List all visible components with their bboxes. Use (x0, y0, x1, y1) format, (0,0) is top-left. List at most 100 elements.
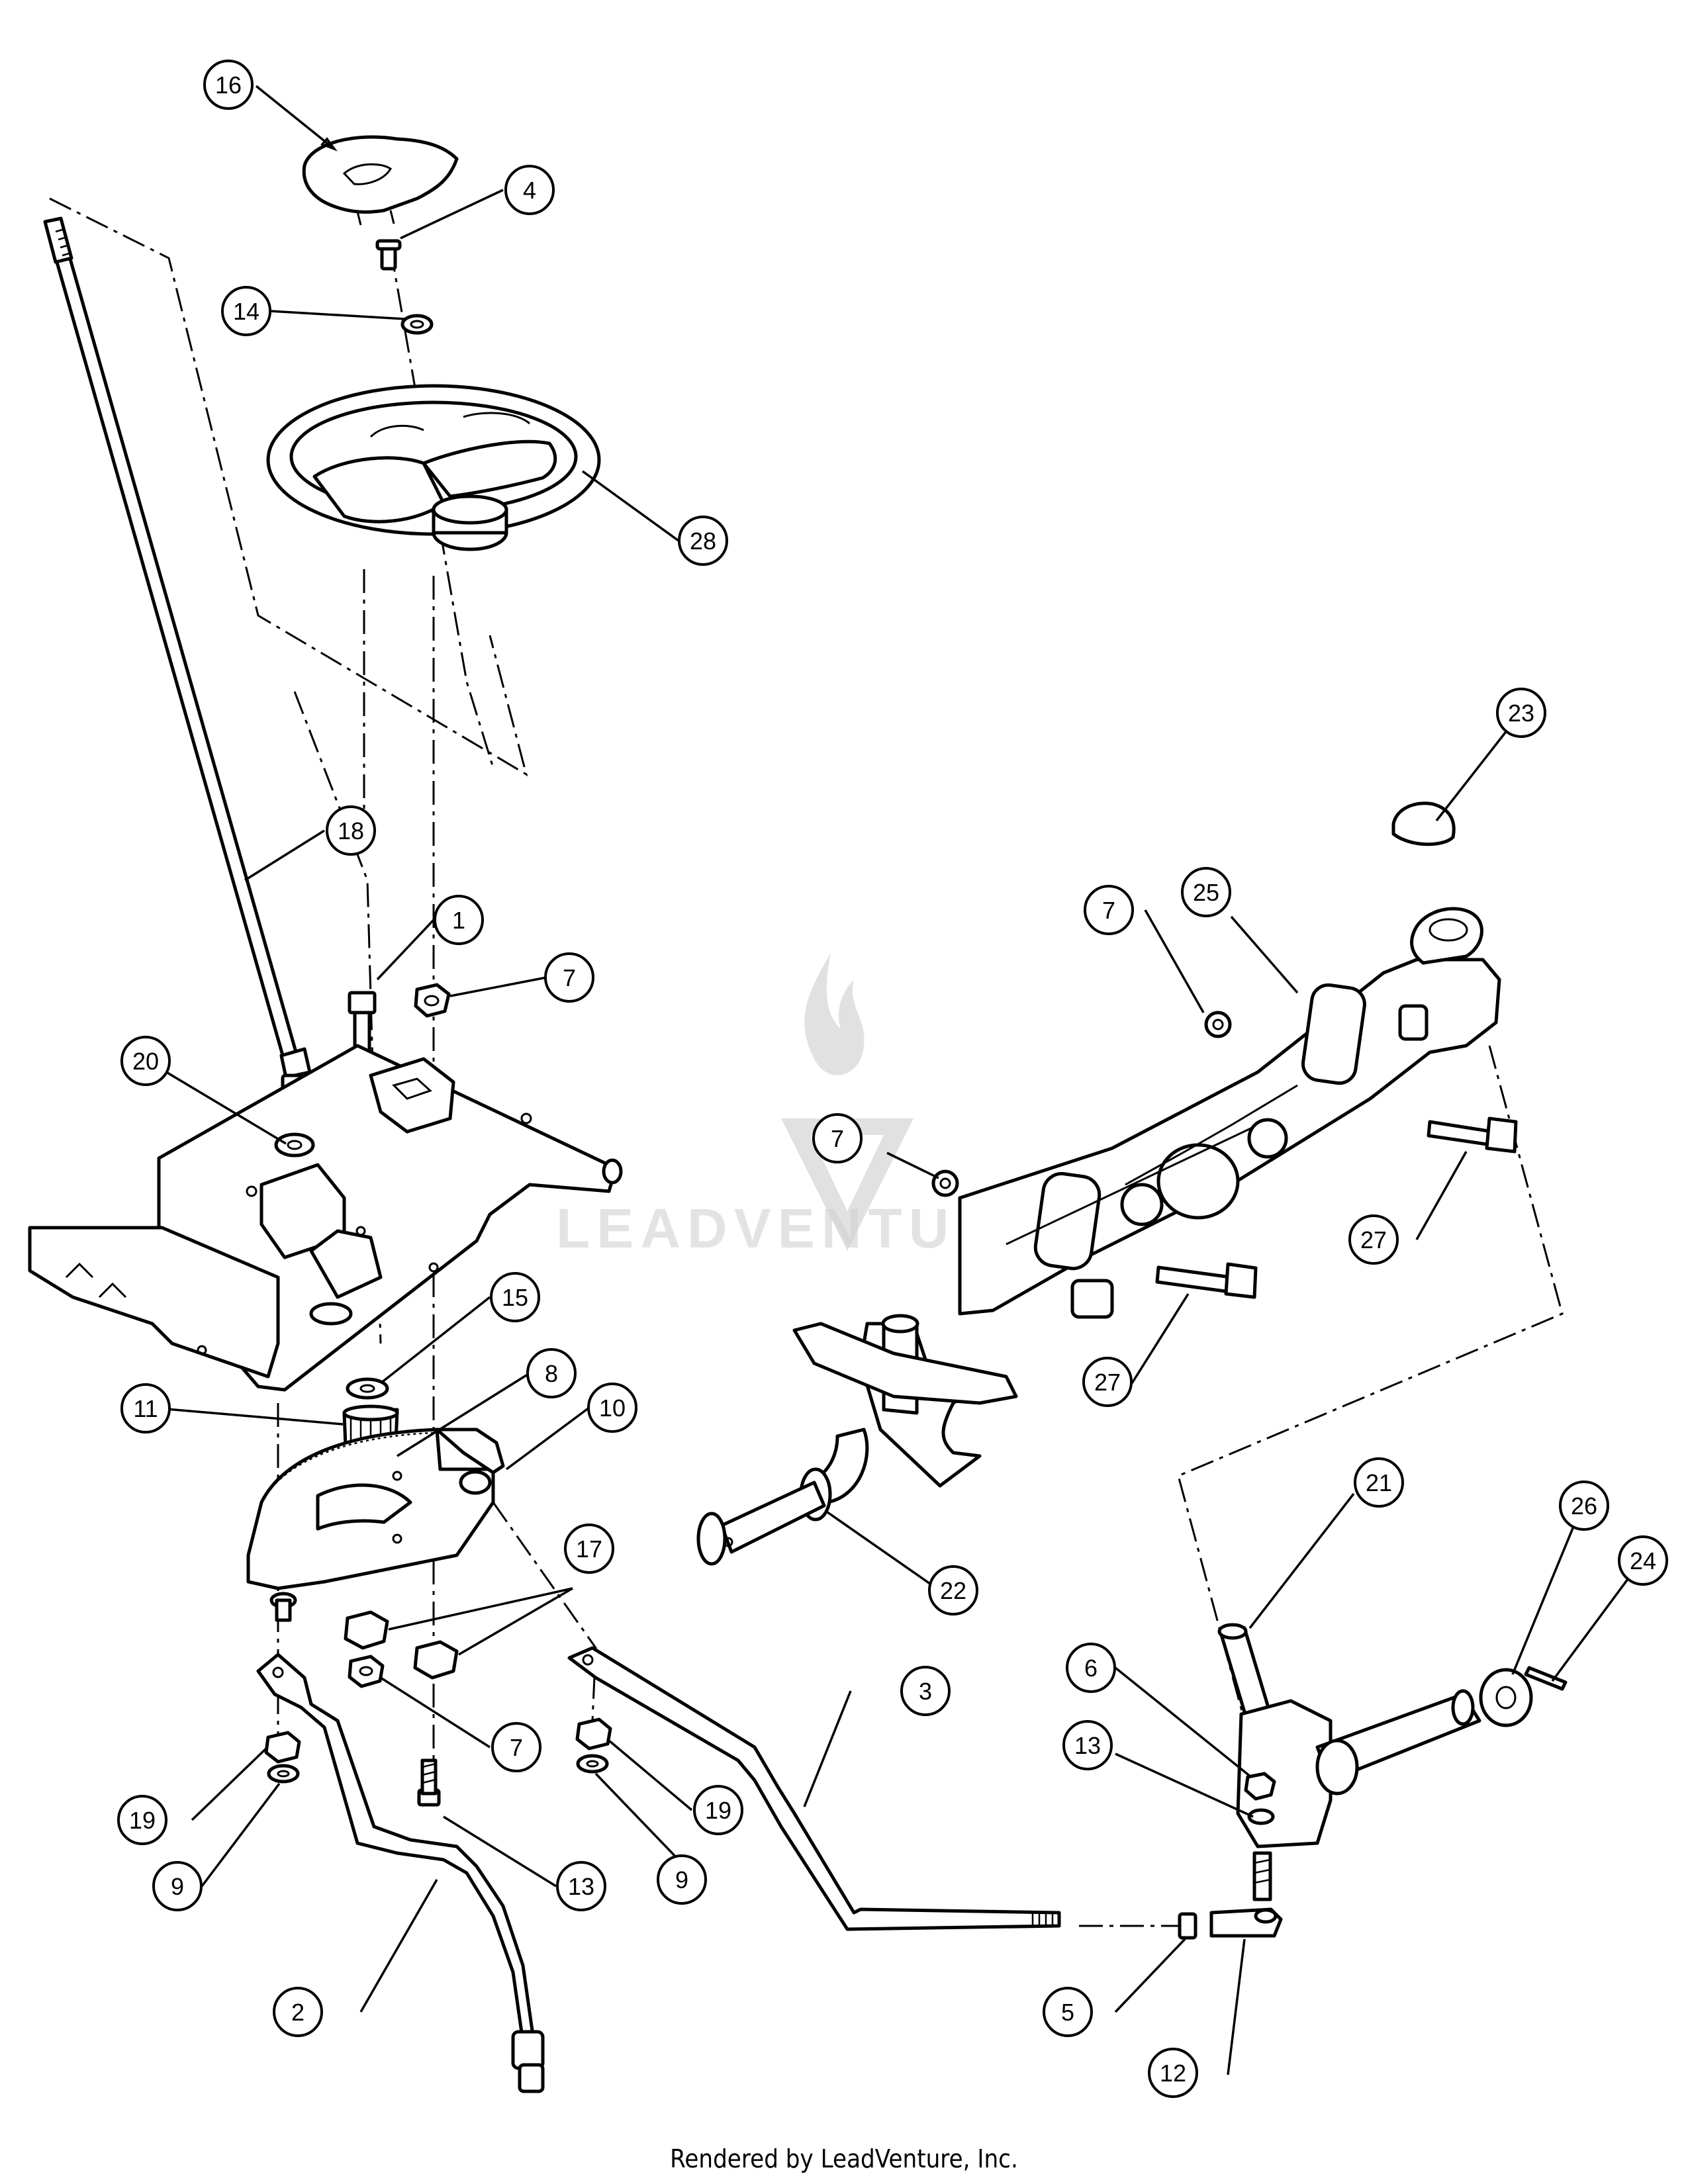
steering-wheel-frame (49, 197, 528, 777)
callout-20: 20 (120, 1036, 171, 1086)
svg-text:13: 13 (1074, 1732, 1101, 1759)
callout-17: 17 (564, 1524, 614, 1574)
sector-nut-left[interactable] (344, 1610, 389, 1650)
tie-rod-spacer[interactable] (1178, 1912, 1197, 1940)
watermark-v-icon (781, 1118, 914, 1251)
callout-7: 7 (491, 1722, 541, 1772)
svg-text:7: 7 (1102, 897, 1115, 924)
callout-9: 9 (657, 1854, 707, 1905)
svg-text:16: 16 (215, 71, 242, 99)
callout-16: 16 (203, 60, 254, 110)
cotter-pin[interactable] (1524, 1666, 1568, 1691)
svg-text:2: 2 (291, 1999, 305, 2026)
svg-text:13: 13 (568, 1873, 594, 1900)
svg-text:27: 27 (1360, 1226, 1387, 1253)
callout-25: 25 (1181, 867, 1231, 917)
drag-link-right-nut[interactable] (575, 1717, 612, 1751)
drag-link-left[interactable] (256, 1653, 545, 2093)
callouts: 16 4 14 28 18 1 7 20 15 8 11 10 17 7 19 … (117, 60, 1668, 2098)
axle-bolt-upper[interactable] (1427, 1116, 1518, 1154)
callout-27: 27 (1082, 1357, 1133, 1407)
svg-text:7: 7 (563, 964, 576, 991)
sector-lock-nut[interactable] (348, 1655, 385, 1688)
axle-nut-upper[interactable] (1204, 1011, 1232, 1038)
svg-text:23: 23 (1508, 700, 1534, 727)
leader-lines (147, 85, 1633, 2075)
callout-7: 7 (812, 1113, 863, 1163)
drag-link-left-washer[interactable] (267, 1764, 300, 1784)
svg-text:18: 18 (338, 817, 364, 844)
callout-19: 19 (693, 1785, 743, 1835)
front-axle[interactable] (958, 907, 1501, 1319)
svg-text:6: 6 (1084, 1655, 1098, 1682)
wheel-washer[interactable] (1479, 1668, 1533, 1727)
callout-26: 26 (1559, 1480, 1609, 1531)
right-spindle[interactable] (1217, 1623, 1481, 1848)
callout-7: 7 (544, 952, 594, 1003)
drag-link-right-washer[interactable] (576, 1754, 609, 1774)
axle-nut-lower[interactable] (931, 1169, 959, 1197)
callout-24: 24 (1618, 1535, 1668, 1586)
steering-wheel[interactable] (266, 384, 601, 551)
callout-13: 13 (556, 1861, 606, 1911)
plate-nut[interactable] (414, 983, 451, 1018)
drag-link-right[interactable] (567, 1646, 1061, 1931)
hub-cap[interactable] (1391, 801, 1456, 846)
callout-14: 14 (221, 286, 271, 336)
svg-text:26: 26 (1571, 1492, 1597, 1520)
svg-text:19: 19 (129, 1807, 156, 1834)
svg-text:9: 9 (675, 1866, 688, 1893)
callout-28: 28 (678, 516, 728, 566)
svg-text:15: 15 (502, 1284, 528, 1311)
steering-gear-sector[interactable] (246, 1428, 505, 1622)
svg-text:4: 4 (523, 177, 536, 204)
drag-link-left-nut[interactable] (264, 1731, 301, 1764)
callout-10: 10 (587, 1383, 637, 1433)
callout-18: 18 (326, 805, 376, 856)
svg-text:14: 14 (233, 298, 259, 325)
callout-21: 21 (1354, 1457, 1404, 1508)
svg-text:28: 28 (690, 527, 716, 555)
svg-text:3: 3 (919, 1678, 932, 1705)
svg-text:7: 7 (831, 1125, 844, 1152)
svg-text:25: 25 (1193, 879, 1219, 906)
svg-text:8: 8 (545, 1360, 558, 1387)
callout-3: 3 (900, 1666, 951, 1716)
callout-12: 12 (1148, 2048, 1198, 2098)
callout-22: 22 (928, 1565, 978, 1615)
spindle-nut[interactable] (1244, 1772, 1276, 1801)
callout-11: 11 (120, 1383, 171, 1433)
footer-credit: Rendered by LeadVenture, Inc. (670, 2144, 1018, 2173)
tie-rod-end-bolt[interactable] (1252, 1851, 1272, 1901)
tie-rod-end[interactable] (1209, 1907, 1283, 1938)
cap-screw[interactable] (375, 239, 402, 271)
callout-9: 9 (152, 1861, 203, 1911)
callout-2: 2 (273, 1987, 323, 2037)
svg-text:17: 17 (576, 1535, 602, 1563)
svg-text:27: 27 (1094, 1369, 1121, 1396)
sector-bolt[interactable] (417, 1758, 441, 1807)
steering-washer[interactable] (400, 314, 434, 335)
callout-1: 1 (434, 895, 484, 945)
callout-8: 8 (526, 1348, 577, 1398)
axle-frame (1177, 1045, 1564, 1721)
left-spindle[interactable] (696, 1314, 1018, 1566)
svg-text:20: 20 (132, 1048, 159, 1075)
callout-13: 13 (1062, 1720, 1113, 1770)
callout-7: 7 (1084, 885, 1134, 935)
callout-15: 15 (490, 1272, 540, 1322)
axle-bolt-lower[interactable] (1155, 1262, 1258, 1299)
sector-nuts[interactable] (344, 1610, 459, 1680)
callout-19: 19 (117, 1795, 167, 1845)
steering-wheel-cap[interactable] (302, 135, 459, 226)
spindle-washer[interactable] (1247, 1808, 1275, 1825)
pinion-washer[interactable] (346, 1377, 389, 1400)
svg-text:7: 7 (510, 1734, 523, 1761)
svg-text:12: 12 (1160, 2060, 1186, 2087)
steering-shaft[interactable] (43, 216, 312, 1124)
svg-text:1: 1 (452, 907, 465, 934)
shaft-washer[interactable] (274, 1132, 315, 1158)
sector-nut-right[interactable] (413, 1640, 459, 1680)
steering-support-plate (28, 1044, 623, 1392)
svg-text:19: 19 (705, 1797, 731, 1824)
